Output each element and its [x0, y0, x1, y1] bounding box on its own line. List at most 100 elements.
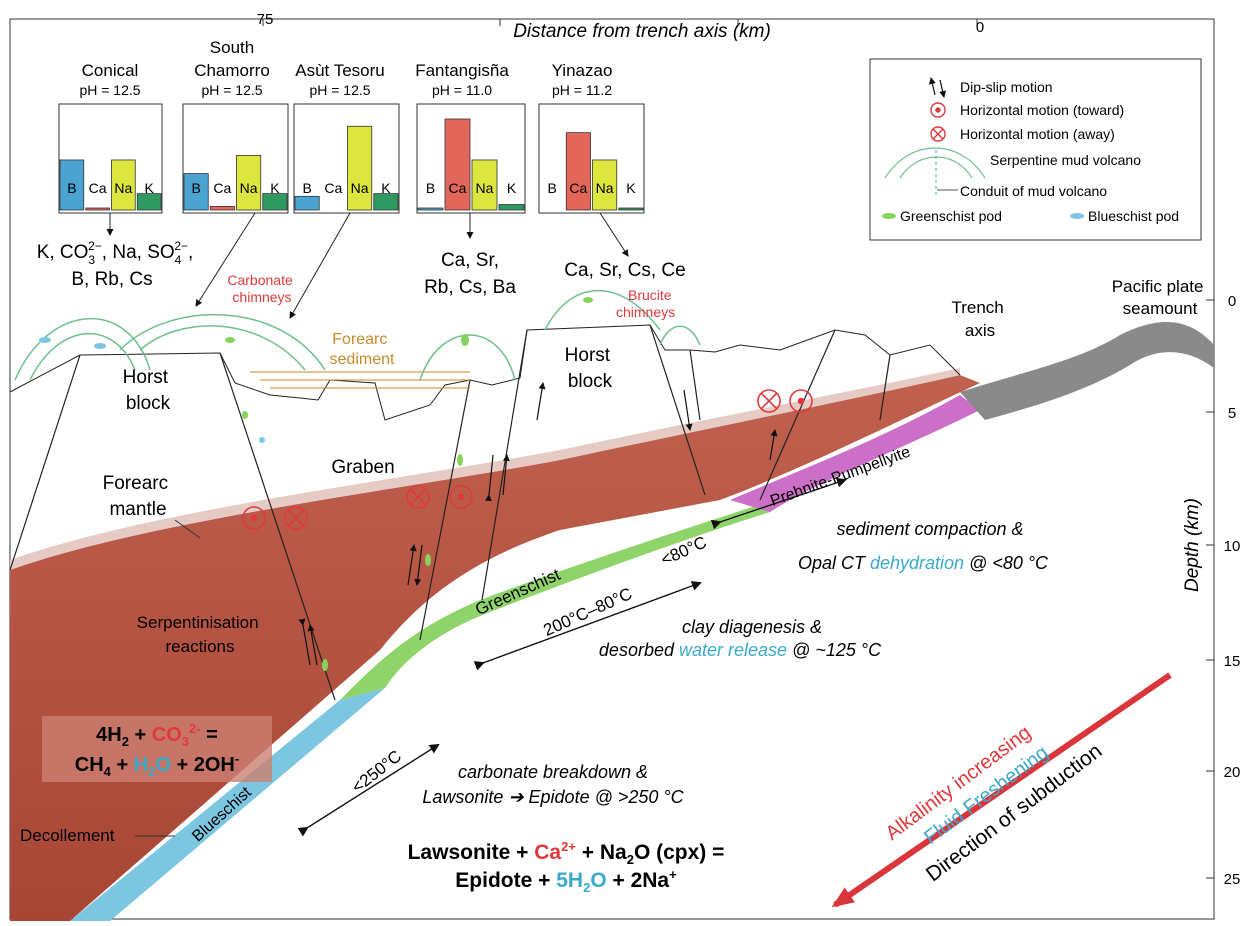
brucite-chimneys-label-1: Brucite — [628, 287, 672, 303]
south-chamorro-bar-na — [236, 154, 262, 211]
depth-tick-20: 20 — [1224, 764, 1241, 781]
conical-elements-1: K, CO32−, Na, SO42−, — [37, 239, 194, 267]
yinazao-bar-label-b: B — [547, 180, 556, 196]
clay-diagenesis-1: clay diagenesis & — [682, 617, 822, 637]
conical-bar-k — [136, 193, 162, 211]
forearc-mantle-label-2: mantle — [109, 499, 166, 520]
south-chamorro-bar-label-k: K — [270, 180, 280, 196]
fantangisna-elements-2: Rb, Cs, Ba — [424, 277, 516, 298]
fantangisna-bar-ca — [444, 118, 471, 211]
equation-1: 4H2 + CO32- = CH4 + H2O + 2OH- — [42, 716, 272, 782]
conical-bar-label-na: Na — [114, 180, 132, 196]
conical-title: Conical — [82, 61, 139, 80]
subduction-arrow — [831, 672, 1172, 908]
forearc-mantle-wedge — [10, 375, 980, 921]
fantangisna-bar-label-k: K — [507, 180, 517, 196]
carbonate-breakdown-1: carbonate breakdown & — [458, 762, 648, 782]
horst1-label-2: block — [126, 393, 171, 414]
carbonate-chimneys-label-1: Carbonate — [227, 272, 293, 288]
fantangisna-bar-b — [417, 207, 444, 211]
svg-text:Horst block: Horst block — [565, 345, 616, 392]
yinazao-elements: Ca, Sr, Cs, Ce — [564, 260, 685, 281]
sediment-compaction-1: sediment compaction & — [836, 519, 1023, 539]
depth-tick-15: 15 — [1224, 653, 1241, 670]
right-axis: 0 5 10 15 20 25 Depth (km) — [1182, 293, 1240, 888]
yinazao-bar-k — [618, 207, 644, 211]
blueschist-pod-icon — [1070, 213, 1084, 219]
serpentinisation-label-1: Serpentinisation — [137, 613, 259, 632]
carbonate-breakdown-2: Lawsonite ➔ Epidote @ >250 °C — [422, 787, 684, 807]
faults — [9, 324, 891, 701]
depth-tick-5: 5 — [1228, 405, 1236, 422]
legend-toward: Horizontal motion (toward) — [960, 102, 1124, 118]
svg-text:Horst block: Horst block — [123, 367, 174, 414]
svg-text:Serpentinisation reactio: Serpentinisation reactions — [137, 613, 264, 656]
conical-ph: pH = 12.5 — [79, 82, 140, 98]
equation-2-line-1: Lawsonite + Ca2+ + Na2O (cpx) = — [408, 839, 725, 867]
top-axis: 75 0 Distance from trench axis (km) — [257, 11, 985, 42]
away-icon — [930, 126, 946, 142]
equation-1-line-2: CH4 + H2O + 2OH- — [75, 751, 239, 779]
serpentinisation-label-2: reactions — [166, 637, 235, 656]
depth-tick-10: 10 — [1224, 538, 1241, 555]
svg-text:Brucite chimneys: Brucite chimneys — [616, 287, 675, 320]
legend-mud-volcano: Serpentine mud volcano — [990, 152, 1141, 168]
process-text: sediment compaction & Opal CT dehydratio… — [422, 519, 1049, 807]
right-axis-title: Depth (km) — [1182, 498, 1203, 592]
fantangisna-elements-1: Ca, Sr, — [441, 250, 499, 271]
equation-1-line-1: 4H2 + CO32- = — [96, 721, 218, 749]
dip-slip-icon — [928, 77, 947, 98]
pacific-plate — [960, 322, 1214, 420]
blueschist-pods — [39, 337, 265, 443]
crust-outline — [9, 324, 961, 421]
horst1-label-1: Horst — [123, 367, 169, 388]
greenschist-pods — [225, 297, 593, 671]
south-chamorro-bar-label-b: B — [191, 180, 200, 196]
conical-bar-label-b: B — [67, 180, 76, 196]
mud-volcanoes — [14, 289, 701, 381]
legend-greenschist: Greenschist pod — [900, 208, 1002, 224]
south-chamorro-bar-ca — [209, 205, 235, 211]
fantangisna-bar-label-ca: Ca — [449, 180, 467, 196]
svg-text:Forearc sediment: Forearc sediment — [330, 331, 395, 368]
south-chamorro-ph: pH = 12.5 — [201, 82, 262, 98]
top-axis-title: Distance from trench axis (km) — [513, 21, 771, 42]
depth-tick-25: 25 — [1224, 871, 1241, 888]
asut-tesoru-bar-label-k: K — [381, 180, 391, 196]
dip-slip-arrows — [298, 382, 778, 666]
motion-symbols — [242, 389, 813, 530]
asut-tesoru-bar-label-b: B — [302, 180, 311, 196]
brucite-chimneys-label-2: chimneys — [616, 304, 675, 320]
south-chamorro-bar-b — [183, 173, 209, 211]
legend-dip-slip: Dip-slip motion — [960, 79, 1053, 95]
forearc-mantle-label-1: Forearc — [103, 473, 168, 494]
conical-bar-na — [111, 159, 136, 211]
asut-tesoru-bar-b — [294, 195, 320, 211]
yinazao-title: Yinazao — [552, 61, 613, 80]
decollement-label: Decollement — [20, 826, 115, 845]
subduction-labels: Alkalinity increasing Fluid Freshening D… — [882, 722, 1107, 887]
conical-bar-label-k: K — [144, 180, 154, 196]
svg-text:Forearc mantle: Forearc mantle — [103, 473, 174, 520]
greenschist-pod-icon — [882, 213, 896, 219]
horst2-label-1: Horst — [565, 345, 611, 366]
asut-tesoru-ph: pH = 12.5 — [309, 82, 370, 98]
yinazao-inset-frame — [538, 103, 645, 214]
graben-label: Graben — [331, 457, 394, 478]
conical-bar-label-ca: Ca — [89, 180, 107, 196]
yinazao-bar-label-na: Na — [596, 180, 614, 196]
yinazao-bar-label-k: K — [626, 180, 636, 196]
svg-text:Pacific plate seamount: Pacific plate seamount — [1112, 277, 1208, 318]
trench-label-2: axis — [965, 321, 995, 340]
svg-text:Carbonate chimneys: Carbonate chimneys — [227, 272, 296, 305]
south-chamorro-bar-label-ca: Ca — [213, 180, 231, 196]
forearc-sediment-label-2: sediment — [330, 351, 395, 368]
toward-icon — [930, 102, 946, 118]
asut-tesoru-title: Asùt Tesoru — [295, 61, 384, 80]
pacific-label-1: Pacific plate — [1112, 277, 1204, 296]
asut-tesoru-bar-label-ca: Ca — [324, 180, 342, 196]
asut-tesoru-bar-k — [373, 193, 399, 211]
